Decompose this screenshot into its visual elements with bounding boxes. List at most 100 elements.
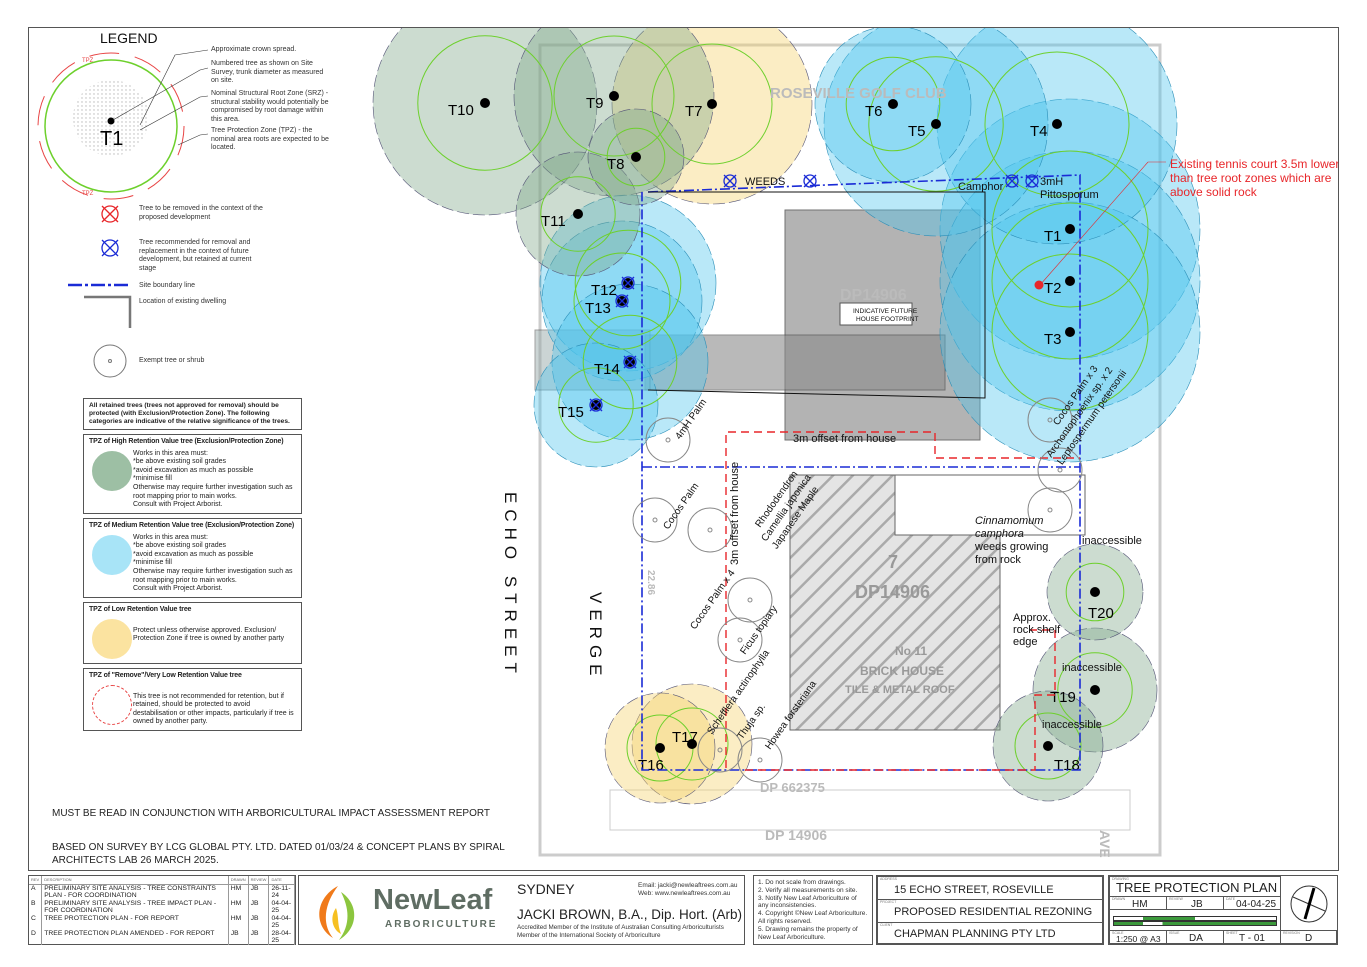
exempt-tree-icon [645, 417, 691, 463]
crown-spread [553, 35, 675, 157]
tennis-court-note: Existing tennis court 3.5m lower [1170, 157, 1339, 171]
tree-trunk[interactable] [1090, 587, 1100, 597]
palm-label: Cocos Palm [661, 481, 701, 531]
tree-trunk[interactable] [707, 99, 717, 109]
crown-spread [582, 314, 678, 410]
crown-spread [868, 56, 1004, 192]
survey-label: DP 14906 [765, 827, 827, 843]
crown-spread [574, 229, 682, 337]
rock-shelf-label: rock shelf [1013, 624, 1061, 636]
arborist-name: JACKI BROWN, B.A., Dip. Hort. (Arb) [517, 907, 743, 922]
tpz-swatch-icon [92, 451, 132, 491]
tpz-swatch-icon [92, 535, 132, 575]
cinnamomum-label: weeds growing [974, 541, 1048, 553]
tree-trunk[interactable] [1052, 119, 1062, 129]
tree-label: T7 [685, 103, 703, 120]
replace-tree-marker-icon [623, 355, 637, 369]
cinnamomum-label: Cinnamomum [975, 515, 1043, 527]
disclaimer-item: 3. Notify New Leaf Arboriculture of any … [758, 894, 857, 910]
future-house-footprint [534, 209, 981, 441]
tree-trunk[interactable] [1065, 327, 1075, 337]
tree-label: T17 [672, 729, 698, 746]
issue: DA [1189, 933, 1203, 944]
scale: 1:250 @ A3 [1116, 934, 1161, 944]
survey-label: 7 [888, 552, 898, 572]
removal-markers [589, 174, 1083, 783]
sheet-number: T - 01 [1239, 933, 1265, 944]
survey-label: DP14906 [855, 582, 930, 602]
tennis-court-note: above solid rock [1170, 185, 1258, 199]
tree-trunk[interactable] [1065, 224, 1075, 234]
tree-trunk[interactable] [631, 152, 641, 162]
scale-bar [1109, 909, 1281, 931]
tennis-court-note: than tree root zones which are [1170, 171, 1332, 185]
exempt-tree-icon [1037, 447, 1083, 493]
company-name: NewLeaf [373, 884, 493, 916]
tree-trunk[interactable] [480, 98, 490, 108]
tree-trunk[interactable] [687, 739, 697, 749]
tree-label: T20 [1088, 605, 1114, 622]
project-name: PROPOSED RESIDENTIAL REZONING [894, 906, 1093, 918]
website: Web: www.newleaftrees.com.au [638, 890, 731, 897]
category-description: Works in this area must: *be above exist… [133, 449, 293, 509]
tree-trunk[interactable] [1043, 741, 1053, 751]
legend-symbol-label: Tree to be removed in the context of the… [139, 205, 263, 221]
legend-sample-tree: T1 TPZ TPZ [37, 49, 209, 378]
inaccessible-label: inaccessible [1062, 662, 1122, 674]
footprint-label: HOUSE FOOTPRINT [856, 316, 919, 323]
client-name: CHAPMAN PLANNING PTY LTD [894, 928, 1056, 940]
rock-shelf-label: edge [1013, 636, 1037, 648]
tree-trunk[interactable] [931, 119, 941, 129]
drawing-frame [28, 27, 1339, 871]
company-sub: ARBORICULTURE [385, 919, 498, 930]
tree-trunk[interactable] [609, 91, 619, 101]
tpz-category-box: TPZ of "Remove"/Very Low Retention Value… [83, 668, 302, 731]
crown-spread [845, 56, 941, 152]
legend-callout: Approximate crown spread. [211, 46, 297, 53]
membership: Member of the International Society of A… [517, 932, 661, 939]
tree-label: T16 [638, 757, 664, 774]
survey-label: TILE & METAL ROOF [845, 684, 955, 696]
category-title: TPZ of Low Retention Value tree [89, 606, 192, 613]
tpz-swatch-icon [92, 685, 132, 725]
tpz-swatch-icon [92, 619, 132, 659]
replace-tree-marker-icon [723, 174, 737, 188]
newleaf-logo-icon [319, 886, 355, 940]
tree-trunk[interactable] [1065, 276, 1075, 286]
read-with-note: MUST BE READ IN CONJUNCTION WITH ARBORIC… [52, 808, 491, 819]
exempt-tree-icon [1027, 487, 1073, 533]
crown-spread [1057, 652, 1133, 728]
category-title: TPZ of Medium Retention Value tree (Excl… [89, 522, 295, 529]
reference-point [1034, 280, 1044, 290]
tpz-category-box: TPZ of High Retention Value tree (Exclus… [83, 434, 302, 514]
address: 15 ECHO STREET, ROSEVILLE [894, 884, 1054, 896]
crown-spread [1065, 562, 1125, 622]
street-name: ECHO STREET [501, 492, 520, 679]
pittosporum-label: 3mH [1040, 176, 1063, 188]
offset-line-south [745, 629, 1056, 771]
cinnamomum-label: camphora [975, 528, 1024, 540]
replace-tree-marker-icon [1025, 174, 1039, 188]
survey-label: ROSEVILLE GOLF CLUB [770, 85, 947, 102]
tree-label: T9 [586, 95, 604, 112]
tpz-zone-t9 [513, 28, 715, 197]
rock-shelf-label: Approx. [1013, 612, 1051, 624]
tree-trunk[interactable] [655, 743, 665, 753]
tree-label: T6 [865, 103, 883, 120]
tree-trunk[interactable] [888, 99, 898, 109]
disclaimer-item: 1. Do not scale from drawings. [758, 879, 846, 886]
exempt-tree-icon [632, 497, 678, 543]
camphor-label: Camphor [958, 181, 1004, 193]
survey-label: DP14906 [840, 287, 907, 304]
crown-spread [1014, 712, 1082, 780]
tree-trunk[interactable] [1090, 685, 1100, 695]
tree-label: T11 [541, 213, 566, 230]
tpz-zone-t5 [823, 28, 1049, 237]
crown-spread [655, 707, 729, 781]
tree-trunk[interactable] [573, 209, 583, 219]
legend-symbol-label: Location of existing dwelling [139, 298, 227, 305]
